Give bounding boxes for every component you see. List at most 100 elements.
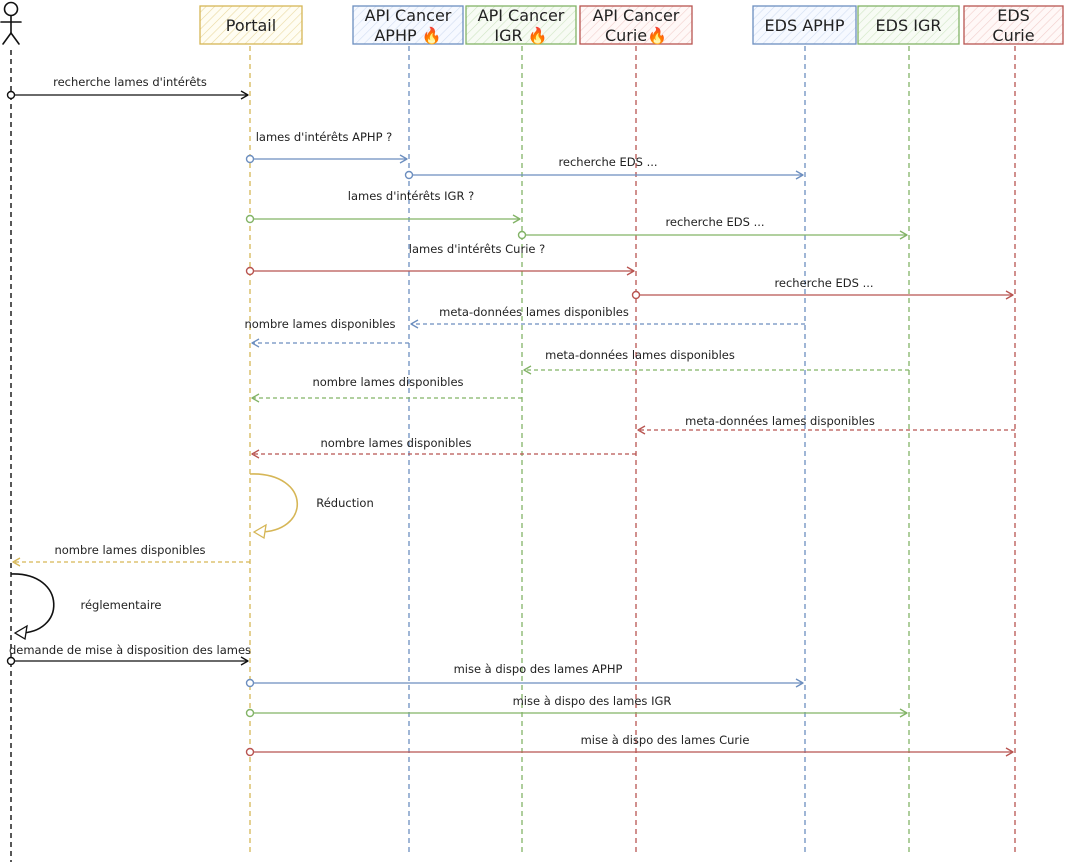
participant-box <box>199 5 303 45</box>
message-18: mise à dispo des lames IGR <box>245 694 908 718</box>
message-start-dot <box>245 708 255 718</box>
messages: recherche lames d'intérêts lames d'intérê… <box>6 75 1015 757</box>
message-start-dot <box>6 90 16 100</box>
message-5: lames d'intérêts Curie ? <box>245 242 635 276</box>
message-7: meta-données lames disponibles <box>410 305 805 329</box>
message-11: meta-données lames disponibles <box>637 414 1015 435</box>
message-19: mise à dispo des lames Curie <box>245 733 1014 757</box>
message-label: lames d'intérêts Curie ? <box>409 242 545 256</box>
message-label: recherche EDS ... <box>558 155 657 169</box>
message-6: recherche EDS ... <box>631 276 1014 300</box>
participant-box <box>579 5 693 45</box>
message-start-dot <box>6 656 16 666</box>
message-label: nombre lames disponibles <box>312 375 463 389</box>
arrowhead <box>240 656 249 666</box>
participant-label: EDS IGR <box>876 16 942 35</box>
message-label: meta-données lames disponibles <box>685 414 875 428</box>
message-start-dot <box>245 214 255 224</box>
message-label: recherche lames d'intérêts <box>53 75 207 89</box>
actor-icon <box>0 1 22 45</box>
message-0: recherche lames d'intérêts <box>6 75 249 100</box>
self-message-arc <box>249 473 299 533</box>
message-label: Réduction <box>316 496 374 510</box>
message-1: lames d'intérêts APHP ? <box>245 130 408 164</box>
arrowhead <box>12 557 21 567</box>
message-4: recherche EDS ... <box>517 215 908 240</box>
participant-portail: Portail <box>199 5 303 45</box>
participant-eds_aphp: EDS APHP <box>752 5 857 45</box>
message-start-dot <box>245 266 255 276</box>
message-14: nombre lames disponibles <box>12 543 250 567</box>
message-12: nombre lames disponibles <box>251 436 636 459</box>
arrowhead <box>523 365 532 375</box>
message-16: demande de mise à disposition des lames <box>6 643 251 666</box>
participant-label: Curie🔥 <box>605 26 667 45</box>
arrowhead <box>240 90 249 100</box>
message-label: demande de mise à disposition des lames <box>9 643 251 657</box>
participant-label: APHP 🔥 <box>374 26 441 45</box>
participant-box <box>752 5 857 45</box>
participant-label: Curie <box>992 26 1034 45</box>
participant-box <box>857 5 960 45</box>
message-label: nombre lames disponibles <box>320 436 471 450</box>
message-start-dot <box>245 154 255 164</box>
message-start-dot <box>245 747 255 757</box>
message-3: lames d'intérêts IGR ? <box>245 189 521 224</box>
arrowhead <box>251 393 260 403</box>
message-label: recherche EDS ... <box>774 276 873 290</box>
lifelines <box>10 46 1016 862</box>
arrowhead <box>252 523 267 540</box>
message-label: nombre lames disponibles <box>54 543 205 557</box>
message-label: réglementaire <box>81 598 162 612</box>
message-label: mise à dispo des lames Curie <box>581 733 750 747</box>
arrowhead <box>1005 747 1014 757</box>
message-label: lames d'intérêts IGR ? <box>348 189 474 203</box>
participant-eds_igr: EDS IGR <box>857 5 960 45</box>
participant-label: EDS <box>997 6 1030 25</box>
participant-box <box>465 5 577 45</box>
message-2: recherche EDS ... <box>404 155 804 180</box>
message-10: nombre lames disponibles <box>251 375 522 403</box>
arrowhead <box>795 170 804 180</box>
participant-box <box>963 5 1064 45</box>
participant-label: EDS APHP <box>765 16 845 35</box>
arrowhead <box>626 266 635 276</box>
message-label: mise à dispo des lames APHP <box>454 662 623 676</box>
message-13: Réduction <box>249 473 374 540</box>
participant-label: API Cancer <box>593 6 680 25</box>
arrowhead <box>795 678 804 688</box>
message-label: lames d'intérêts APHP ? <box>256 130 393 144</box>
participant-label: Portail <box>226 16 276 35</box>
message-label: nombre lames disponibles <box>244 317 395 331</box>
message-start-dot <box>404 170 414 180</box>
message-9: meta-données lames disponibles <box>523 348 909 375</box>
arrowhead <box>251 449 260 459</box>
message-label: meta-données lames disponibles <box>439 305 629 319</box>
message-label: recherche EDS ... <box>665 215 764 229</box>
arrowhead <box>399 154 408 164</box>
arrowhead <box>410 319 419 329</box>
arrowhead <box>13 624 28 641</box>
self-message-arc <box>10 573 55 634</box>
message-8: nombre lames disponibles <box>244 317 409 348</box>
arrowhead <box>1005 290 1014 300</box>
arrowhead <box>637 425 646 435</box>
arrowhead <box>899 230 908 240</box>
message-start-dot <box>245 678 255 688</box>
arrowhead <box>251 338 260 348</box>
participant-label: API Cancer <box>478 6 565 25</box>
message-start-dot <box>631 290 641 300</box>
participant-box <box>352 5 464 45</box>
message-17: mise à dispo des lames APHP <box>245 662 804 688</box>
arrowhead <box>512 214 521 224</box>
arrowhead <box>899 708 908 718</box>
message-label: mise à dispo des lames IGR <box>513 694 672 708</box>
participant-label: API Cancer <box>365 6 452 25</box>
message-15: réglementaire <box>10 573 162 641</box>
